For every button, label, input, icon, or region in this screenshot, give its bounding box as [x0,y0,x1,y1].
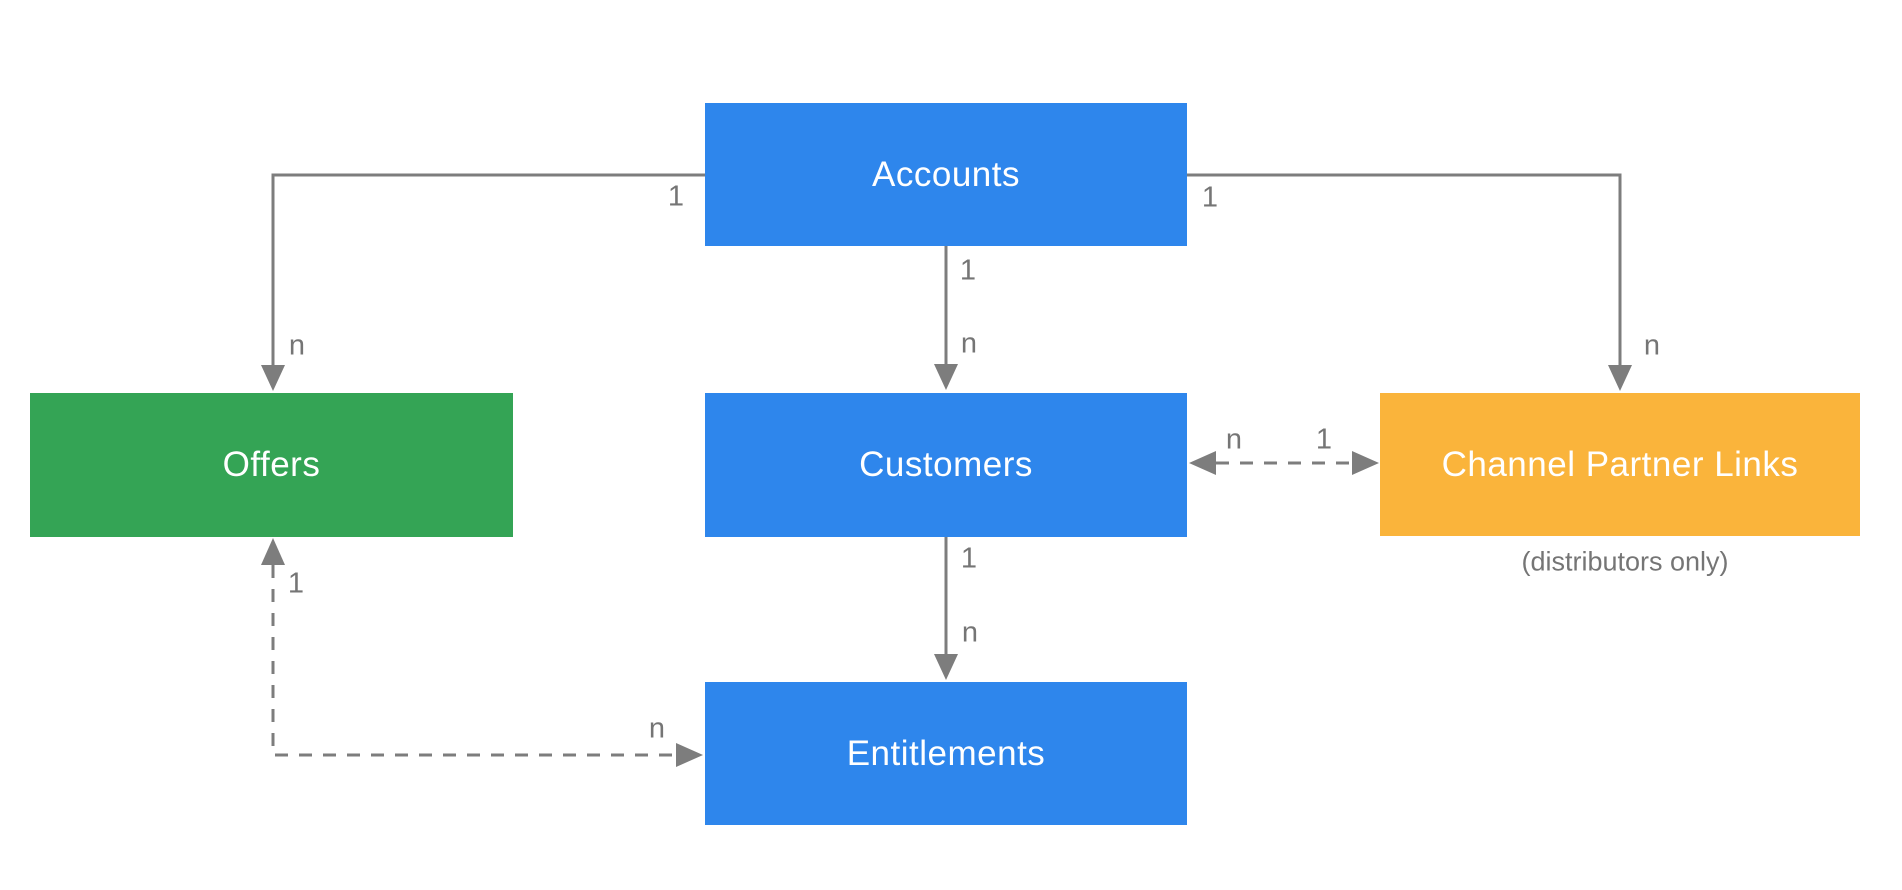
multiplicity-label: n [960,327,978,360]
edge-offers-entitlements [271,565,675,757]
entity-label-accounts: Accounts [872,154,1020,194]
arrowhead-into-channel-partner-links [1608,365,1632,391]
multiplicity-label: 1 [959,254,977,287]
arrowhead-into-customers [934,364,958,390]
multiplicity-label: n [1643,329,1661,362]
arrowhead-into-entitlements-left [676,743,703,767]
edge-accounts-channel-partner-links [1187,173,1622,366]
entity-label-entitlements: Entitlements [846,733,1046,773]
entity-box-offers: Offers [30,393,513,537]
arrowhead-into-offers-bottom [261,538,285,565]
entity-box-entitlements: Entitlements [705,682,1187,825]
arrowhead-into-entitlements-top [934,654,958,680]
multiplicity-label: n [961,616,979,649]
multiplicity-label: n [648,712,666,745]
multiplicity-label: n [1225,423,1243,456]
entity-label-customers: Customers [859,445,1033,484]
multiplicity-label: 1 [287,567,305,600]
multiplicity-label: 1 [960,542,978,575]
entity-label-offers: Offers [222,445,321,484]
entity-box-channel-partner-links: Channel Partner Links [1380,393,1860,536]
multiplicity-label: 1 [667,180,685,213]
multiplicity-label: 1 [1315,423,1333,456]
multiplicity-label: 1 [1201,181,1219,214]
arrowhead-into-channel-partner-links-side [1352,451,1379,475]
multiplicity-label: n [288,329,306,362]
entity-box-customers: Customers [705,393,1187,537]
edge-accounts-offers [271,173,705,366]
entity-box-accounts: Accounts [705,103,1187,246]
channel-partner-links-note: (distributors only) [1521,546,1729,577]
arrowhead-into-customers-side [1189,451,1216,475]
entity-label-channel-partner-links: Channel Partner Links [1441,444,1799,484]
arrowhead-into-offers [261,365,285,391]
